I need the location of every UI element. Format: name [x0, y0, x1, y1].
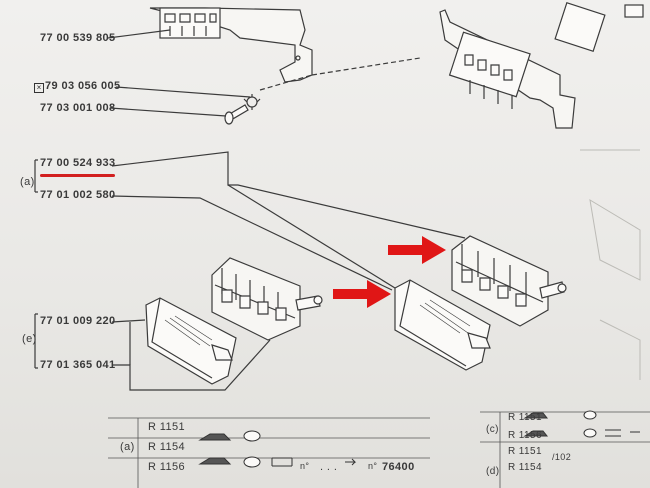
- red-arrow-lower: [333, 280, 391, 308]
- legend-left-row3-model: R 1156: [148, 461, 186, 473]
- part-number-539805: 77 00 539 805: [40, 32, 116, 44]
- part-number-524933: 77 00 524 933: [40, 157, 116, 169]
- faint-background-shapes: [580, 149, 641, 380]
- connector-left: [211, 257, 323, 341]
- part-number-365041: 77 01 365 041: [40, 359, 116, 371]
- part-number-002580: 77 01 002 580: [40, 189, 116, 201]
- top-right-bracket: [439, 1, 644, 129]
- red-highlight-underline: [40, 174, 115, 177]
- legend-left-row3-num: 76400: [382, 461, 415, 473]
- part-number-056005: 79 03 056 005: [45, 80, 121, 92]
- legend-right-row2-model: R 1156: [508, 430, 542, 441]
- legend-right-row3-model: R 1151: [508, 446, 542, 457]
- group-label-a: (a): [20, 176, 35, 188]
- screw-and-washer: [224, 94, 261, 125]
- legend-left-row3-dots: . . .: [320, 461, 338, 473]
- legend-left-row3-n1: n°: [300, 461, 310, 471]
- cover-right: [394, 279, 491, 371]
- legend-left-row2-model: R 1154: [148, 441, 186, 453]
- top-left-bracket: [149, 7, 313, 83]
- legend-right-tag-c: (c): [486, 424, 499, 435]
- cross-box-icon: ×: [34, 83, 44, 93]
- legend-left-row3-n2: n°: [368, 461, 378, 471]
- vehicle-icons: [198, 410, 640, 468]
- legend-left-row1-model: R 1151: [148, 421, 186, 433]
- part-number-009220: 77 01 009 220: [40, 315, 116, 327]
- red-arrow-upper: [388, 236, 446, 264]
- legend-left-tag: (a): [120, 441, 135, 453]
- legend-right-row3-extra: /102: [552, 452, 572, 462]
- legend-right-row4-model: R 1154: [508, 462, 542, 473]
- connector-right: [451, 235, 567, 327]
- legend-right-tag-d: (d): [486, 466, 500, 477]
- legend-right-row1-model: R 1151: [508, 412, 542, 423]
- group-label-e: (e): [22, 333, 37, 345]
- part-number-001008: 77 03 001 008: [40, 102, 116, 114]
- cover-left: [145, 297, 237, 385]
